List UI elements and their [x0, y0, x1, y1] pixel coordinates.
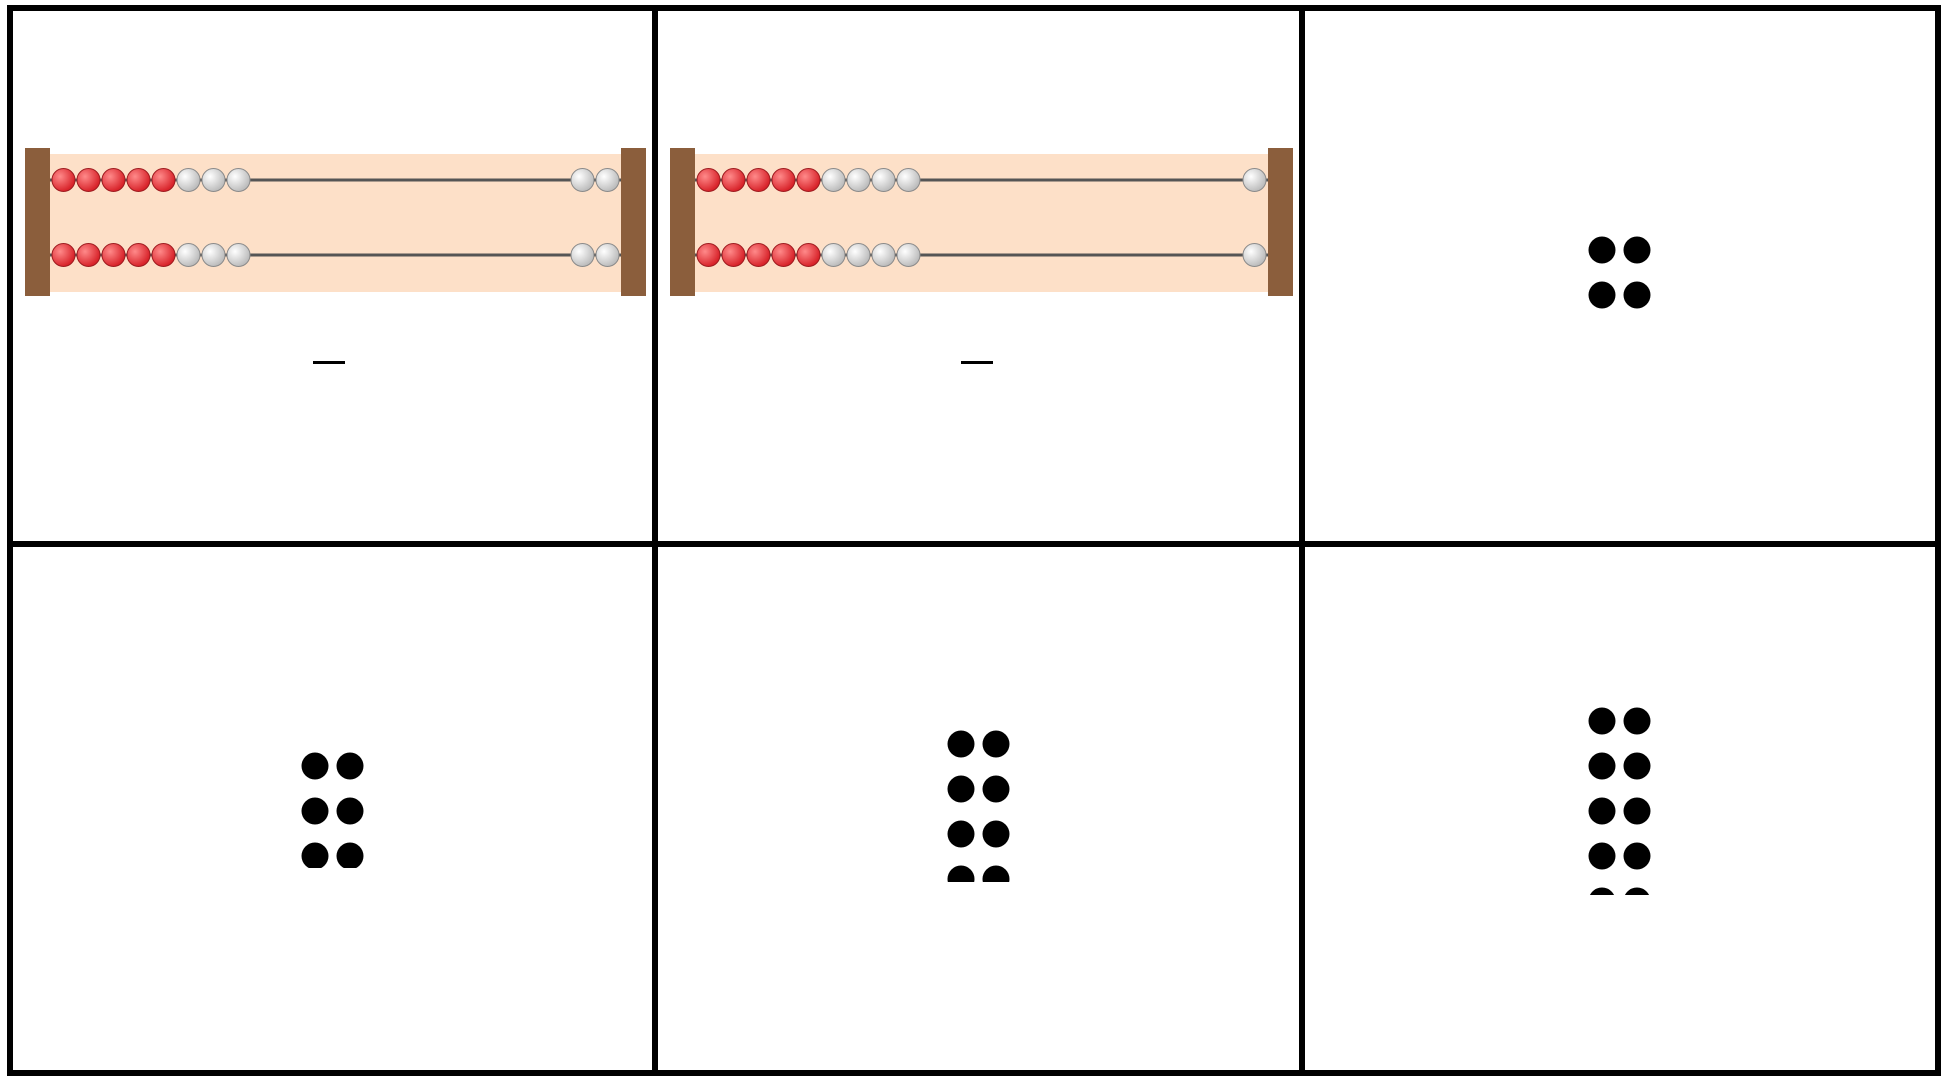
red-bead [77, 169, 100, 192]
white-bead [202, 169, 225, 192]
dot [336, 798, 363, 825]
red-bead [102, 244, 125, 267]
red-bead [722, 244, 745, 267]
red-bead [127, 169, 150, 192]
white-bead [227, 244, 250, 267]
rekenrek-left-post [25, 148, 50, 296]
rekenrek-2 [658, 11, 1305, 547]
card-rekenrek-2[interactable] [658, 11, 1305, 547]
dot [336, 843, 363, 869]
red-bead [747, 169, 770, 192]
rekenrek-right-post [1268, 148, 1293, 296]
dot-pattern-10 [1588, 707, 1652, 895]
dot-pattern-4 [1588, 236, 1652, 316]
white-bead [872, 244, 895, 267]
rekenrek-left-post [670, 148, 695, 296]
white-bead [822, 244, 845, 267]
white-bead [1243, 244, 1266, 267]
dot [1624, 843, 1651, 870]
white-bead [822, 169, 845, 192]
card-dots-4[interactable] [1305, 11, 1935, 547]
dot [1589, 753, 1616, 780]
white-bead [177, 169, 200, 192]
red-bead [722, 169, 745, 192]
red-bead [52, 169, 75, 192]
white-bead [202, 244, 225, 267]
dot [982, 821, 1009, 848]
red-bead [127, 244, 150, 267]
red-bead [152, 244, 175, 267]
white-bead [897, 244, 920, 267]
dot-pattern-6 [301, 752, 365, 868]
dot [947, 821, 974, 848]
card-dots-10[interactable] [1305, 547, 1935, 1070]
dot [947, 731, 974, 758]
dot [1589, 237, 1616, 264]
white-bead [227, 169, 250, 192]
dot [301, 798, 328, 825]
answer-blank [313, 361, 345, 364]
dot [1589, 888, 1616, 896]
card-grid [7, 5, 1941, 1076]
dot [1589, 843, 1616, 870]
red-bead [77, 244, 100, 267]
dot [947, 776, 974, 803]
red-bead [102, 169, 125, 192]
red-bead [772, 244, 795, 267]
white-bead [596, 244, 619, 267]
dot [982, 776, 1009, 803]
red-bead [152, 169, 175, 192]
white-bead [177, 244, 200, 267]
white-bead [571, 169, 594, 192]
dot [1624, 282, 1651, 309]
dot [1624, 708, 1651, 735]
white-bead [596, 169, 619, 192]
red-bead [747, 244, 770, 267]
dot [982, 731, 1009, 758]
white-bead [847, 244, 870, 267]
white-bead [872, 169, 895, 192]
white-bead [571, 244, 594, 267]
dot [1589, 798, 1616, 825]
dot [1589, 282, 1616, 309]
white-bead [897, 169, 920, 192]
red-bead [772, 169, 795, 192]
white-bead [1243, 169, 1266, 192]
dot-pattern-8 [947, 730, 1011, 882]
dot [947, 866, 974, 883]
white-bead [847, 169, 870, 192]
red-bead [697, 244, 720, 267]
red-bead [52, 244, 75, 267]
red-bead [797, 169, 820, 192]
dot [982, 866, 1009, 883]
dot [1624, 237, 1651, 264]
rekenrek-right-post [621, 148, 646, 296]
dot [1624, 888, 1651, 896]
answer-blank [961, 361, 993, 364]
dot [301, 843, 328, 869]
dot [1589, 708, 1616, 735]
card-dots-6[interactable] [13, 547, 658, 1070]
rekenrek-1 [13, 11, 658, 547]
card-dots-8[interactable] [658, 547, 1305, 1070]
card-rekenrek-1[interactable] [13, 11, 658, 547]
red-bead [797, 244, 820, 267]
red-bead [697, 169, 720, 192]
dot [1624, 798, 1651, 825]
dot [301, 753, 328, 780]
dot [336, 753, 363, 780]
dot [1624, 753, 1651, 780]
